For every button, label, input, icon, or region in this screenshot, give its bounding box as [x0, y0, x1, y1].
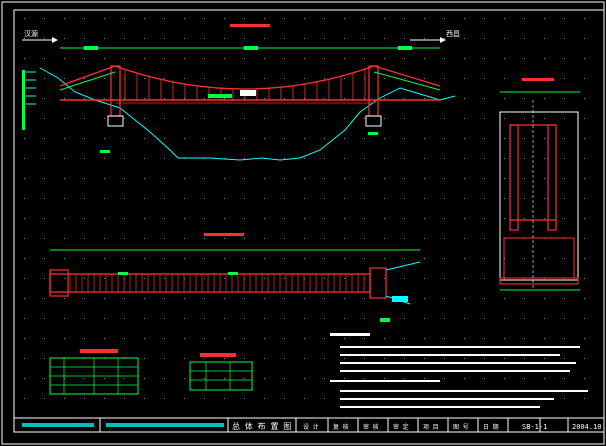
title-block-label: 审 核 — [363, 423, 379, 431]
section-base — [503, 237, 575, 279]
dim-tag-2 — [244, 46, 258, 50]
section-view — [499, 78, 580, 291]
table-left-title-bar — [80, 349, 118, 353]
plan-right-approach-top — [385, 261, 421, 271]
title-block-label: 复 核 — [333, 423, 349, 431]
elevation-mark-left — [100, 150, 110, 153]
dim-tag-1 — [84, 46, 98, 50]
grid-dots — [24, 18, 585, 399]
note-line — [340, 346, 580, 348]
plan-green-tick-2 — [228, 272, 238, 275]
plan-green-tick-1 — [118, 272, 128, 275]
left-pier — [107, 115, 124, 127]
note-line — [340, 362, 576, 364]
table-right-grid — [190, 362, 252, 390]
note-line — [340, 406, 540, 408]
deck-marker-mid — [208, 94, 232, 98]
note-line — [340, 398, 554, 400]
title-block-label: 图 号 — [453, 424, 469, 431]
right-arrow-head — [440, 37, 446, 43]
plan-marker-cyan — [392, 296, 408, 302]
title-block-frame — [13, 417, 605, 433]
title-block-org-bar — [22, 423, 94, 427]
note-line — [340, 390, 588, 392]
left-pylon — [110, 65, 121, 117]
title-block-labels: 设 计复 核审 核审 定项 目图 号日 期 — [303, 418, 569, 432]
note-line — [330, 380, 440, 382]
elevation-title-bar — [230, 24, 270, 27]
left-backstay-green — [59, 71, 116, 91]
title-block-drawing-number: SB-1-1 — [522, 423, 547, 431]
note-line — [340, 354, 560, 356]
left-arrow-head — [52, 37, 58, 43]
note-line — [340, 370, 570, 372]
section-outer-box — [499, 111, 579, 281]
left-direction-label: 汉源 — [24, 29, 38, 38]
dim-tag-3 — [398, 46, 412, 50]
title-block-drawing-title: 总 体 布 置 图 — [232, 421, 291, 431]
plan-view — [49, 233, 421, 322]
title-block-label: 项 目 — [423, 424, 439, 431]
right-direction-label: 西昌 — [446, 30, 460, 38]
table-left-grid — [50, 358, 138, 394]
right-pylon — [368, 65, 379, 117]
deck-marker-center — [240, 90, 256, 96]
table-right — [189, 353, 253, 391]
plan-deck-ribs — [69, 274, 365, 292]
notes-heading-bar — [330, 333, 370, 336]
right-backstay-green — [373, 71, 441, 91]
table-right-title-bar — [200, 353, 236, 357]
plan-title-bar — [204, 233, 244, 236]
title-block-project-bar — [106, 423, 224, 427]
table-right-frame — [189, 361, 253, 391]
title-block-date: 2004.10 — [572, 423, 602, 431]
right-pier — [365, 115, 382, 127]
inner-frame — [13, 9, 605, 433]
section-title-bar — [522, 78, 554, 81]
ground-profile — [39, 67, 456, 161]
plan-marker-green — [380, 318, 390, 322]
section-right-column — [547, 124, 557, 231]
section-left-column — [509, 124, 519, 231]
title-block: 总 体 布 置 图 设 计 复 核 审 核 审 定 项 目 图 号 日 期 SB-1-1 2… — [13, 417, 605, 433]
title-block-label: 设 计 — [303, 423, 319, 431]
main-cable — [59, 65, 441, 90]
table-left — [49, 349, 139, 395]
title-block-label: 日 期 — [483, 423, 499, 431]
general-notes — [330, 333, 588, 408]
elevation-view: 汉源 西昌 — [22, 24, 460, 161]
left-water-level-marks — [22, 70, 36, 130]
elevation-mark-right — [368, 132, 378, 135]
section-footing — [499, 277, 579, 285]
plan-left-anchor — [49, 269, 69, 297]
title-block-label: 审 定 — [393, 423, 409, 431]
plan-right-anchor — [369, 267, 387, 299]
